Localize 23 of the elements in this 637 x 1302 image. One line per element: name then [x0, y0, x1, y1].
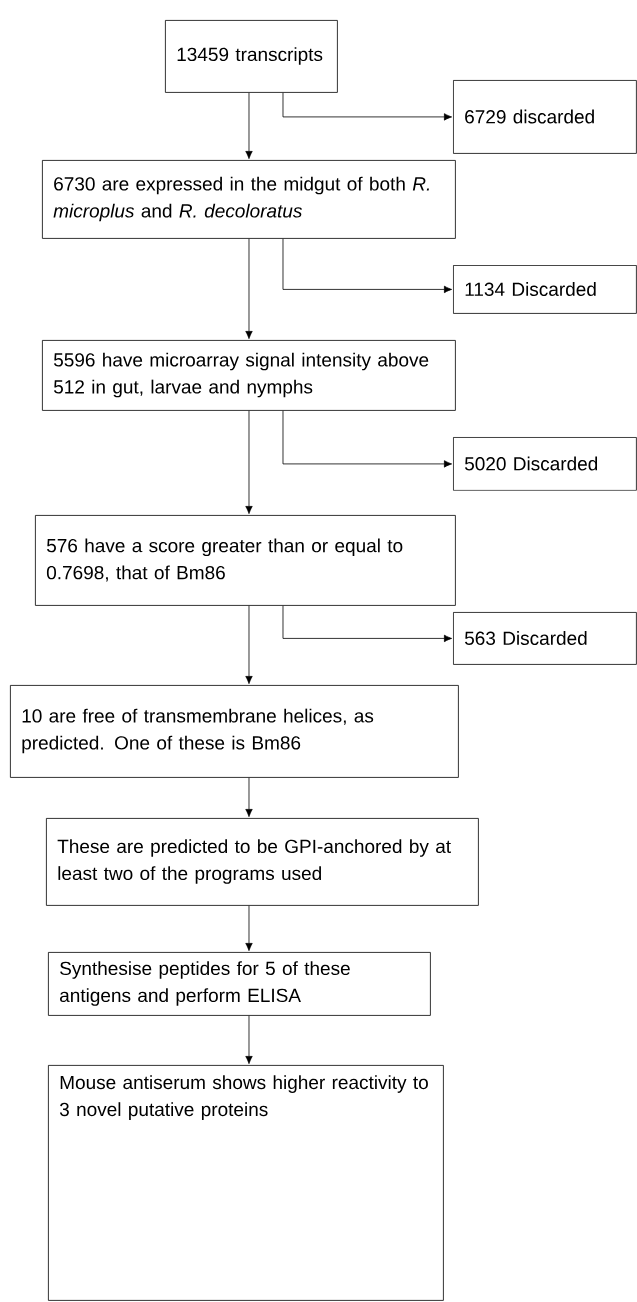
arrow	[245, 1015, 253, 1064]
process-box: Mouse antiserum shows higher reactivity to 3 novel putative proteins	[48, 1065, 444, 1301]
process-box: 576 have a score greater than or equal to 0.7698, that of Bm86	[35, 515, 456, 606]
arrow	[282, 238, 452, 294]
arrow	[282, 92, 452, 121]
process-box: 563 Discarded	[453, 612, 637, 665]
arrow	[282, 605, 452, 643]
process-box: 6729 discarded	[453, 80, 637, 154]
process-box: These are predicted to be GPI-anchored by at least two of the programs used	[46, 818, 479, 906]
arrow	[245, 777, 253, 817]
arrow	[282, 410, 452, 468]
arrow	[245, 410, 253, 514]
process-box: 1134 Discarded	[453, 265, 637, 314]
process-box: Synthesise peptides for 5 of these antigens and perform ELISA	[48, 952, 431, 1016]
process-box: 10 are free of transmembrane helices, as predicted. One of these is Bm86	[10, 685, 459, 778]
arrow	[245, 605, 253, 684]
arrow	[245, 92, 253, 159]
process-box: 5596 have microarray signal intensity above 512 in gut, larvae and nymphs	[42, 340, 456, 411]
process-box: 5020 Discarded	[453, 437, 637, 491]
arrow	[245, 905, 253, 951]
process-box: 6730 are expressed in the midgut of both R. microplus and R. decoloratus	[42, 160, 456, 239]
process-box: 13459 transcripts	[165, 20, 338, 93]
arrow	[245, 238, 253, 339]
